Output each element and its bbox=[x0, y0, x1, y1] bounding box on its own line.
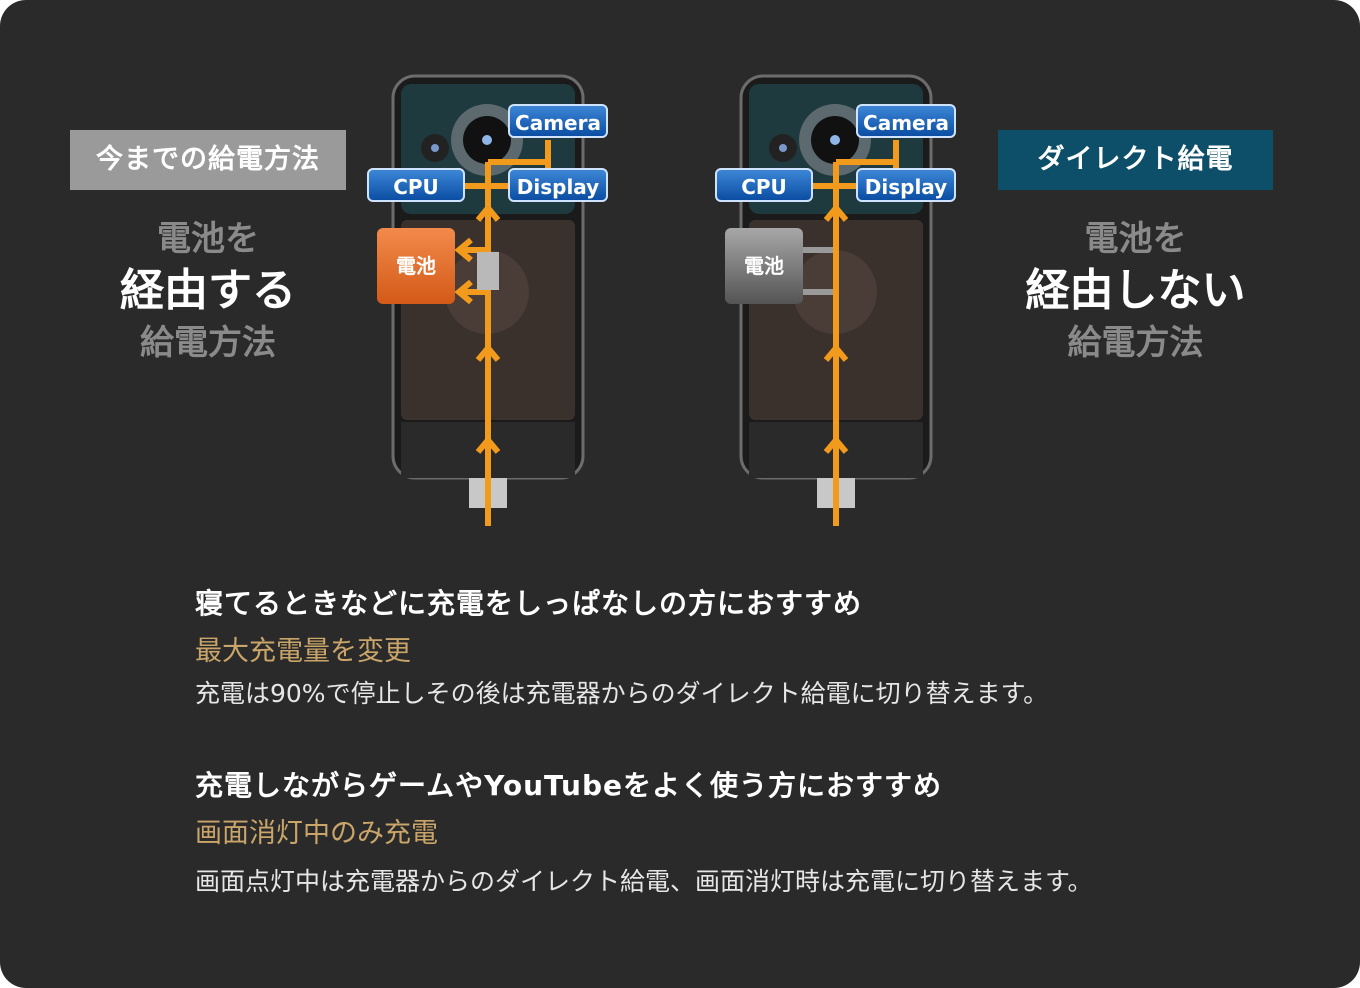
section-description: 充電は90%で停止しその後は充電器からのダイレクト給電に切り替えます。 bbox=[195, 679, 1049, 708]
section-description: 画面点灯中は充電器からのダイレクト給電、画面消灯時は充電に切り替えます。 bbox=[195, 867, 1093, 896]
display-chip: Display bbox=[856, 168, 956, 202]
battery-inactive: 電池 bbox=[725, 228, 803, 304]
section-title: 充電しながらゲームやYouTubeをよく使う方におすすめ bbox=[195, 769, 943, 802]
section-max-charge: 寝てるときなどに充電をしっぱなしの方におすすめ 最大充電量を変更 充電は90%で… bbox=[195, 582, 1225, 714]
display-chip: Display bbox=[508, 168, 608, 202]
section-screen-off-charge: 充電しながらゲームやYouTubeをよく使う方におすすめ 画面消灯中のみ充電 画… bbox=[195, 764, 1225, 902]
caption-line-1: 電池を bbox=[157, 219, 259, 259]
cpu-chip: CPU bbox=[367, 168, 465, 202]
direct-power-tag: ダイレクト給電 bbox=[998, 130, 1273, 190]
section-subtitle: 画面消灯中のみ充電 bbox=[195, 818, 438, 849]
direct-power-caption: 電池を 経由しない 給電方法 bbox=[998, 216, 1273, 366]
caption-line-1: 電池を bbox=[1084, 219, 1187, 259]
diagram-direct-power: Camera CPU Display 電池 bbox=[713, 70, 973, 530]
battery-active: 電池 bbox=[377, 228, 455, 304]
section-subtitle: 最大充電量を変更 bbox=[195, 636, 411, 667]
camera-chip: Camera bbox=[856, 104, 956, 138]
conventional-method-caption: 電池を 経由する 給電方法 bbox=[70, 216, 346, 366]
cpu-chip: CPU bbox=[715, 168, 813, 202]
camera-chip: Camera bbox=[508, 104, 608, 138]
caption-line-3: 給電方法 bbox=[1067, 323, 1204, 363]
conventional-method-tag: 今までの給電方法 bbox=[70, 130, 346, 190]
caption-line-2: 経由する bbox=[120, 265, 296, 316]
section-title: 寝てるときなどに充電をしっぱなしの方におすすめ bbox=[195, 587, 863, 620]
caption-line-3: 給電方法 bbox=[140, 323, 276, 363]
caption-line-2: 経由しない bbox=[1025, 265, 1246, 316]
diagram-via-battery: Camera CPU Display 電池 bbox=[365, 70, 625, 530]
